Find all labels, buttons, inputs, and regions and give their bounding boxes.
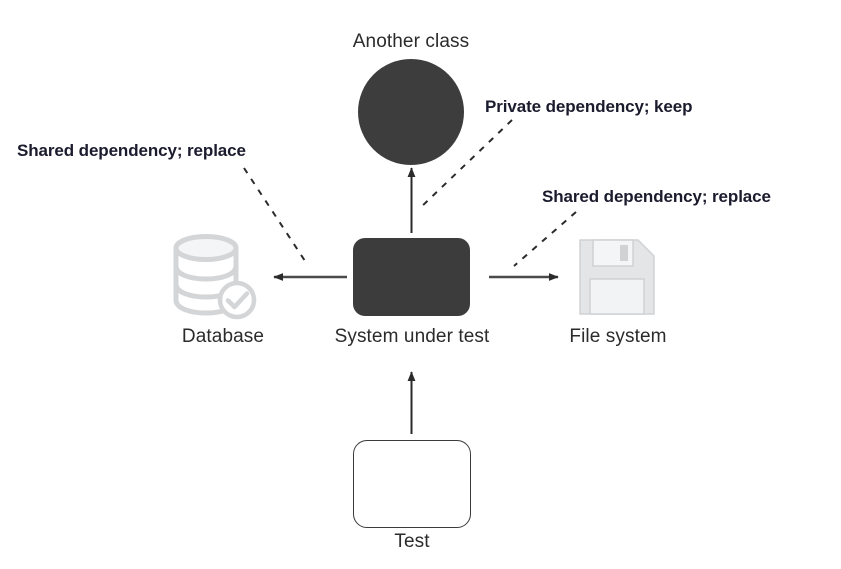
node-file-system-label: File system	[569, 326, 667, 347]
node-system-under-test-label: System under test	[334, 326, 490, 347]
node-file-system-icon[interactable]	[576, 236, 658, 318]
annotation-shared-dependency-right: Shared dependency; replace	[542, 187, 771, 206]
annotation-private-dependency: Private dependency; keep	[485, 97, 693, 116]
node-another-class-circle[interactable]	[358, 59, 464, 165]
annotation-shared-dependency-left: Shared dependency; replace	[17, 141, 246, 160]
node-test-label: Test	[394, 531, 430, 552]
node-test-box[interactable]	[353, 440, 471, 528]
node-system-under-test-box[interactable]	[353, 238, 470, 316]
leader-line-shared-right	[513, 211, 577, 267]
node-database-icon[interactable]	[166, 234, 270, 324]
node-database-label: Database	[181, 326, 265, 347]
node-another-class-label: Another class	[352, 31, 470, 52]
